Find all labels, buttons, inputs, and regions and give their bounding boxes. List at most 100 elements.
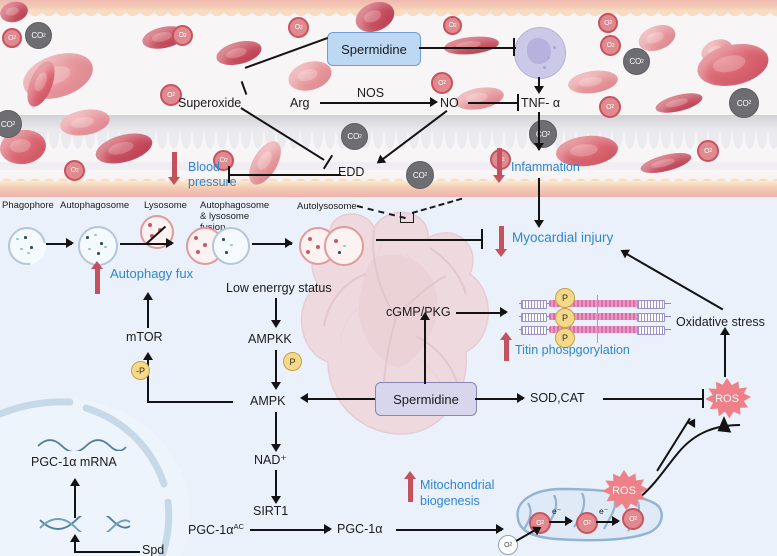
- mtor-to-flux-arrowhead: [143, 292, 153, 300]
- nad-label: NAD⁺: [254, 453, 287, 467]
- nad-to-sirt1-arrowhead: [271, 496, 281, 504]
- cgmp-riser: [424, 318, 426, 342]
- sirt1-label: SIRT1: [253, 504, 289, 518]
- sod-cat-label: SOD,CAT: [530, 391, 585, 405]
- titin-phospho-circle-3: P: [555, 328, 575, 348]
- spermidine-to-cgmp-vline: [424, 340, 426, 384]
- no-to-tnf-line: [468, 102, 518, 104]
- phagophore-vesicle: [0, 219, 54, 273]
- ros-to-oxidative-line: [724, 333, 726, 377]
- cgmp-to-titin-line: [456, 312, 506, 314]
- ros-label-upper: ROS: [715, 393, 739, 405]
- autolysosome-myocardial-inhibit-bar: [481, 229, 483, 249]
- electron-transfer-line-2: [596, 521, 618, 523]
- spermidine-to-wbc-line: [419, 47, 516, 49]
- vessel-wall-bottom: [0, 181, 777, 197]
- phagophore-to-autophagosome-line: [46, 243, 72, 245]
- titin-phosphorylation-up-arrow: [500, 332, 512, 361]
- low-energy-status-label: Low enerrgy status: [226, 281, 332, 295]
- pgc1a-label: PGC-1α: [337, 522, 383, 536]
- wbc-nucleus: [527, 38, 551, 64]
- mitochondrial-biogenesis-line1: Mitochondrial: [420, 478, 495, 492]
- autophagy-stage-label-fusion-1: Autophagosome: [200, 200, 270, 211]
- oxidative-to-myocardial-arrowhead: [618, 245, 630, 259]
- titin-phospho-circle-1: P: [555, 288, 575, 308]
- mtor-phospho-label: -P: [136, 365, 145, 376]
- autophagy-stage-label-lysosome: Lysosome: [144, 200, 187, 211]
- blood-pressure-label-line2: pressure: [188, 175, 237, 189]
- mtor-phospho-circle: -P: [131, 361, 150, 380]
- spd-horizontal-line: [74, 551, 140, 553]
- dna-to-mrna-line: [74, 486, 76, 518]
- white-blood-cell: [514, 27, 566, 79]
- ampk-to-nad-arrowhead: [271, 444, 281, 452]
- no-tnf-inhibit-bar: [517, 94, 519, 111]
- autophagy-stage-label-fusion-2: & lysosome: [200, 211, 250, 222]
- mrna-strand: [37, 439, 127, 451]
- spermidine-to-ampk-line: [305, 398, 375, 400]
- mtor-to-flux-line: [147, 296, 149, 328]
- autophagy-stage-label-autophagosome: Autophagosome: [60, 200, 130, 211]
- autophagy-stage-label-phagophore: Phagophore: [2, 200, 54, 211]
- inflammation-label: Infammation: [511, 160, 580, 174]
- endothelium-basement: [0, 162, 777, 170]
- blood-pressure-down-arrow: [168, 152, 180, 185]
- phagophore-to-autophagosome-arrowhead: [66, 238, 74, 248]
- red-blood-cell: [443, 34, 500, 57]
- wbc-to-tnf-arrowhead: [534, 86, 544, 94]
- red-blood-cell: [566, 67, 620, 97]
- inflammation-down-arrow: [493, 148, 505, 183]
- cgmp-riser-arrowhead: [420, 312, 430, 320]
- autophagy-flux-label: Autophagy fux: [110, 266, 194, 281]
- edd-bp-inhibit-bar: [228, 166, 230, 183]
- titin-phosphorylation-label: Titin phospgorylation: [515, 343, 630, 357]
- myocardial-injury-down-arrow: [495, 226, 507, 257]
- pgc1a-ac-text: PGC-1α: [188, 523, 234, 538]
- ampk-to-mtor-hline: [147, 401, 233, 403]
- heart-callout-marker: [400, 212, 414, 223]
- spermidine-to-sodcat-line: [475, 398, 523, 400]
- pgc1a-to-mito-line: [396, 529, 502, 531]
- spermidine-box-vascular[interactable]: Spermidine: [327, 32, 421, 66]
- blood-pressure-label-line1: Blood: [188, 160, 220, 174]
- electron-transfer-arrowhead-1: [565, 516, 573, 526]
- titin-phospho-label-2: P: [561, 313, 568, 323]
- ampk-to-mtor-vline: [147, 360, 149, 402]
- pgc1a-ac-label: PGC-1αAC: [188, 522, 244, 537]
- mitochondrial-biogenesis-line2: biogenesis: [420, 494, 480, 508]
- autophagy-flux-up-arrow: [91, 261, 103, 294]
- mitochondrial-biogenesis-up-arrow: [404, 471, 416, 502]
- edd-to-bp-line: [229, 174, 341, 176]
- spd-label: Spd: [142, 543, 165, 556]
- ampk-to-nad-line: [275, 412, 277, 450]
- electron-transfer-arrowhead-2: [612, 516, 620, 526]
- spermidine-box-cardiac[interactable]: Spermidine: [375, 382, 477, 416]
- tnf-alpha-label: TNF- α: [521, 96, 561, 110]
- edd-label: EDD: [338, 165, 365, 179]
- spd-to-dna-arrowhead: [70, 534, 80, 542]
- cgmp-to-titin-arrowhead: [500, 307, 508, 317]
- tnf-to-inflammation-arrowhead: [534, 143, 544, 151]
- superoxide-label: Superoxide: [178, 96, 242, 110]
- ros-burst-upper: ROS: [705, 378, 751, 419]
- autophagosome-to-fusion-arrowhead: [166, 238, 174, 248]
- ampkk-to-ampk-line: [275, 350, 277, 388]
- myocardial-injury-label: Myocardial injury: [512, 230, 614, 245]
